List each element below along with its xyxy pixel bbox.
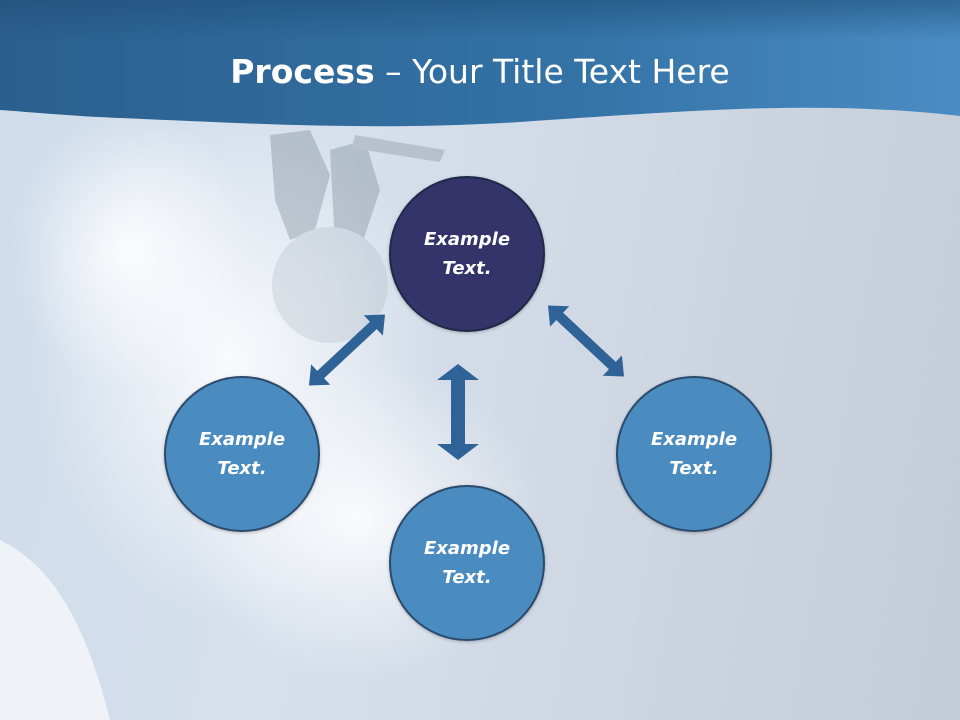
double-arrow-left: [308, 314, 386, 386]
node-bottom-label: Example Text.: [423, 538, 511, 588]
snow-slope: [0, 540, 110, 720]
header-shade: [0, 0, 960, 40]
node-right-label: Example Text.: [650, 429, 738, 479]
page-title: Process – Your Title Text Here: [0, 52, 960, 91]
process-node-top: Example Text.: [389, 176, 545, 332]
double-arrow-vertical: [437, 364, 479, 460]
double-arrow-right: [547, 305, 625, 377]
process-node-right: Example Text.: [616, 376, 772, 532]
title-bold: Process: [230, 52, 375, 91]
process-node-bottom: Example Text.: [389, 485, 545, 641]
node-top-label: Example Text.: [423, 229, 511, 279]
snow-spray: [10, 110, 250, 390]
process-node-left: Example Text.: [164, 376, 320, 532]
snowboarder-silhouette: [270, 130, 445, 343]
node-left-label: Example Text.: [198, 429, 286, 479]
title-rest: – Your Title Text Here: [374, 52, 730, 91]
